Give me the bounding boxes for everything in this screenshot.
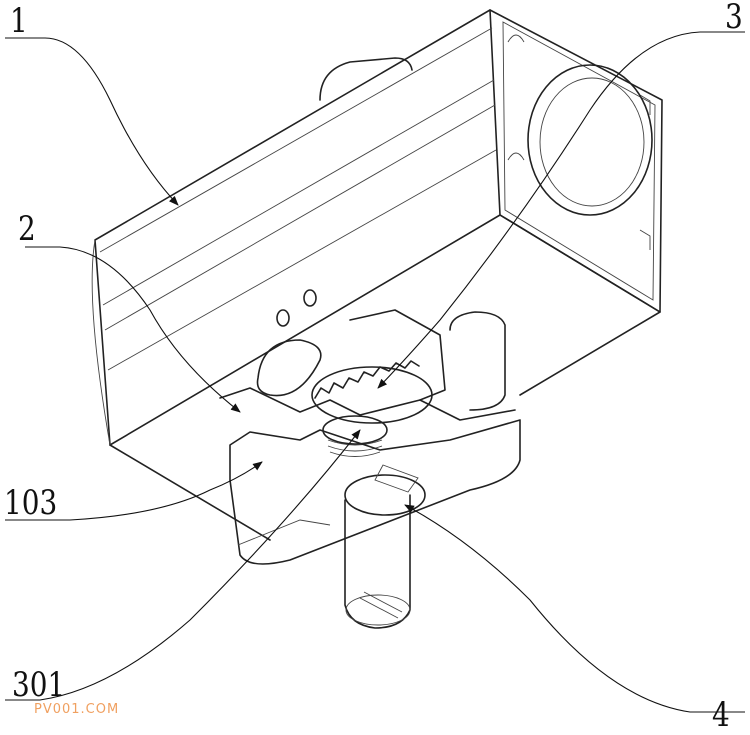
shaft <box>344 464 426 629</box>
label-3: 3 <box>725 0 743 37</box>
label-301: 301 <box>12 665 66 705</box>
adapter-mechanism <box>219 309 521 629</box>
label-1: 1 <box>10 1 28 41</box>
label-2: 2 <box>18 209 36 249</box>
label-4: 4 <box>712 695 730 735</box>
housing-body <box>91 9 663 541</box>
label-103: 103 <box>4 483 58 523</box>
leader-lines <box>5 31 745 713</box>
watermark: PV001.COM <box>34 702 120 717</box>
gear <box>311 360 433 424</box>
